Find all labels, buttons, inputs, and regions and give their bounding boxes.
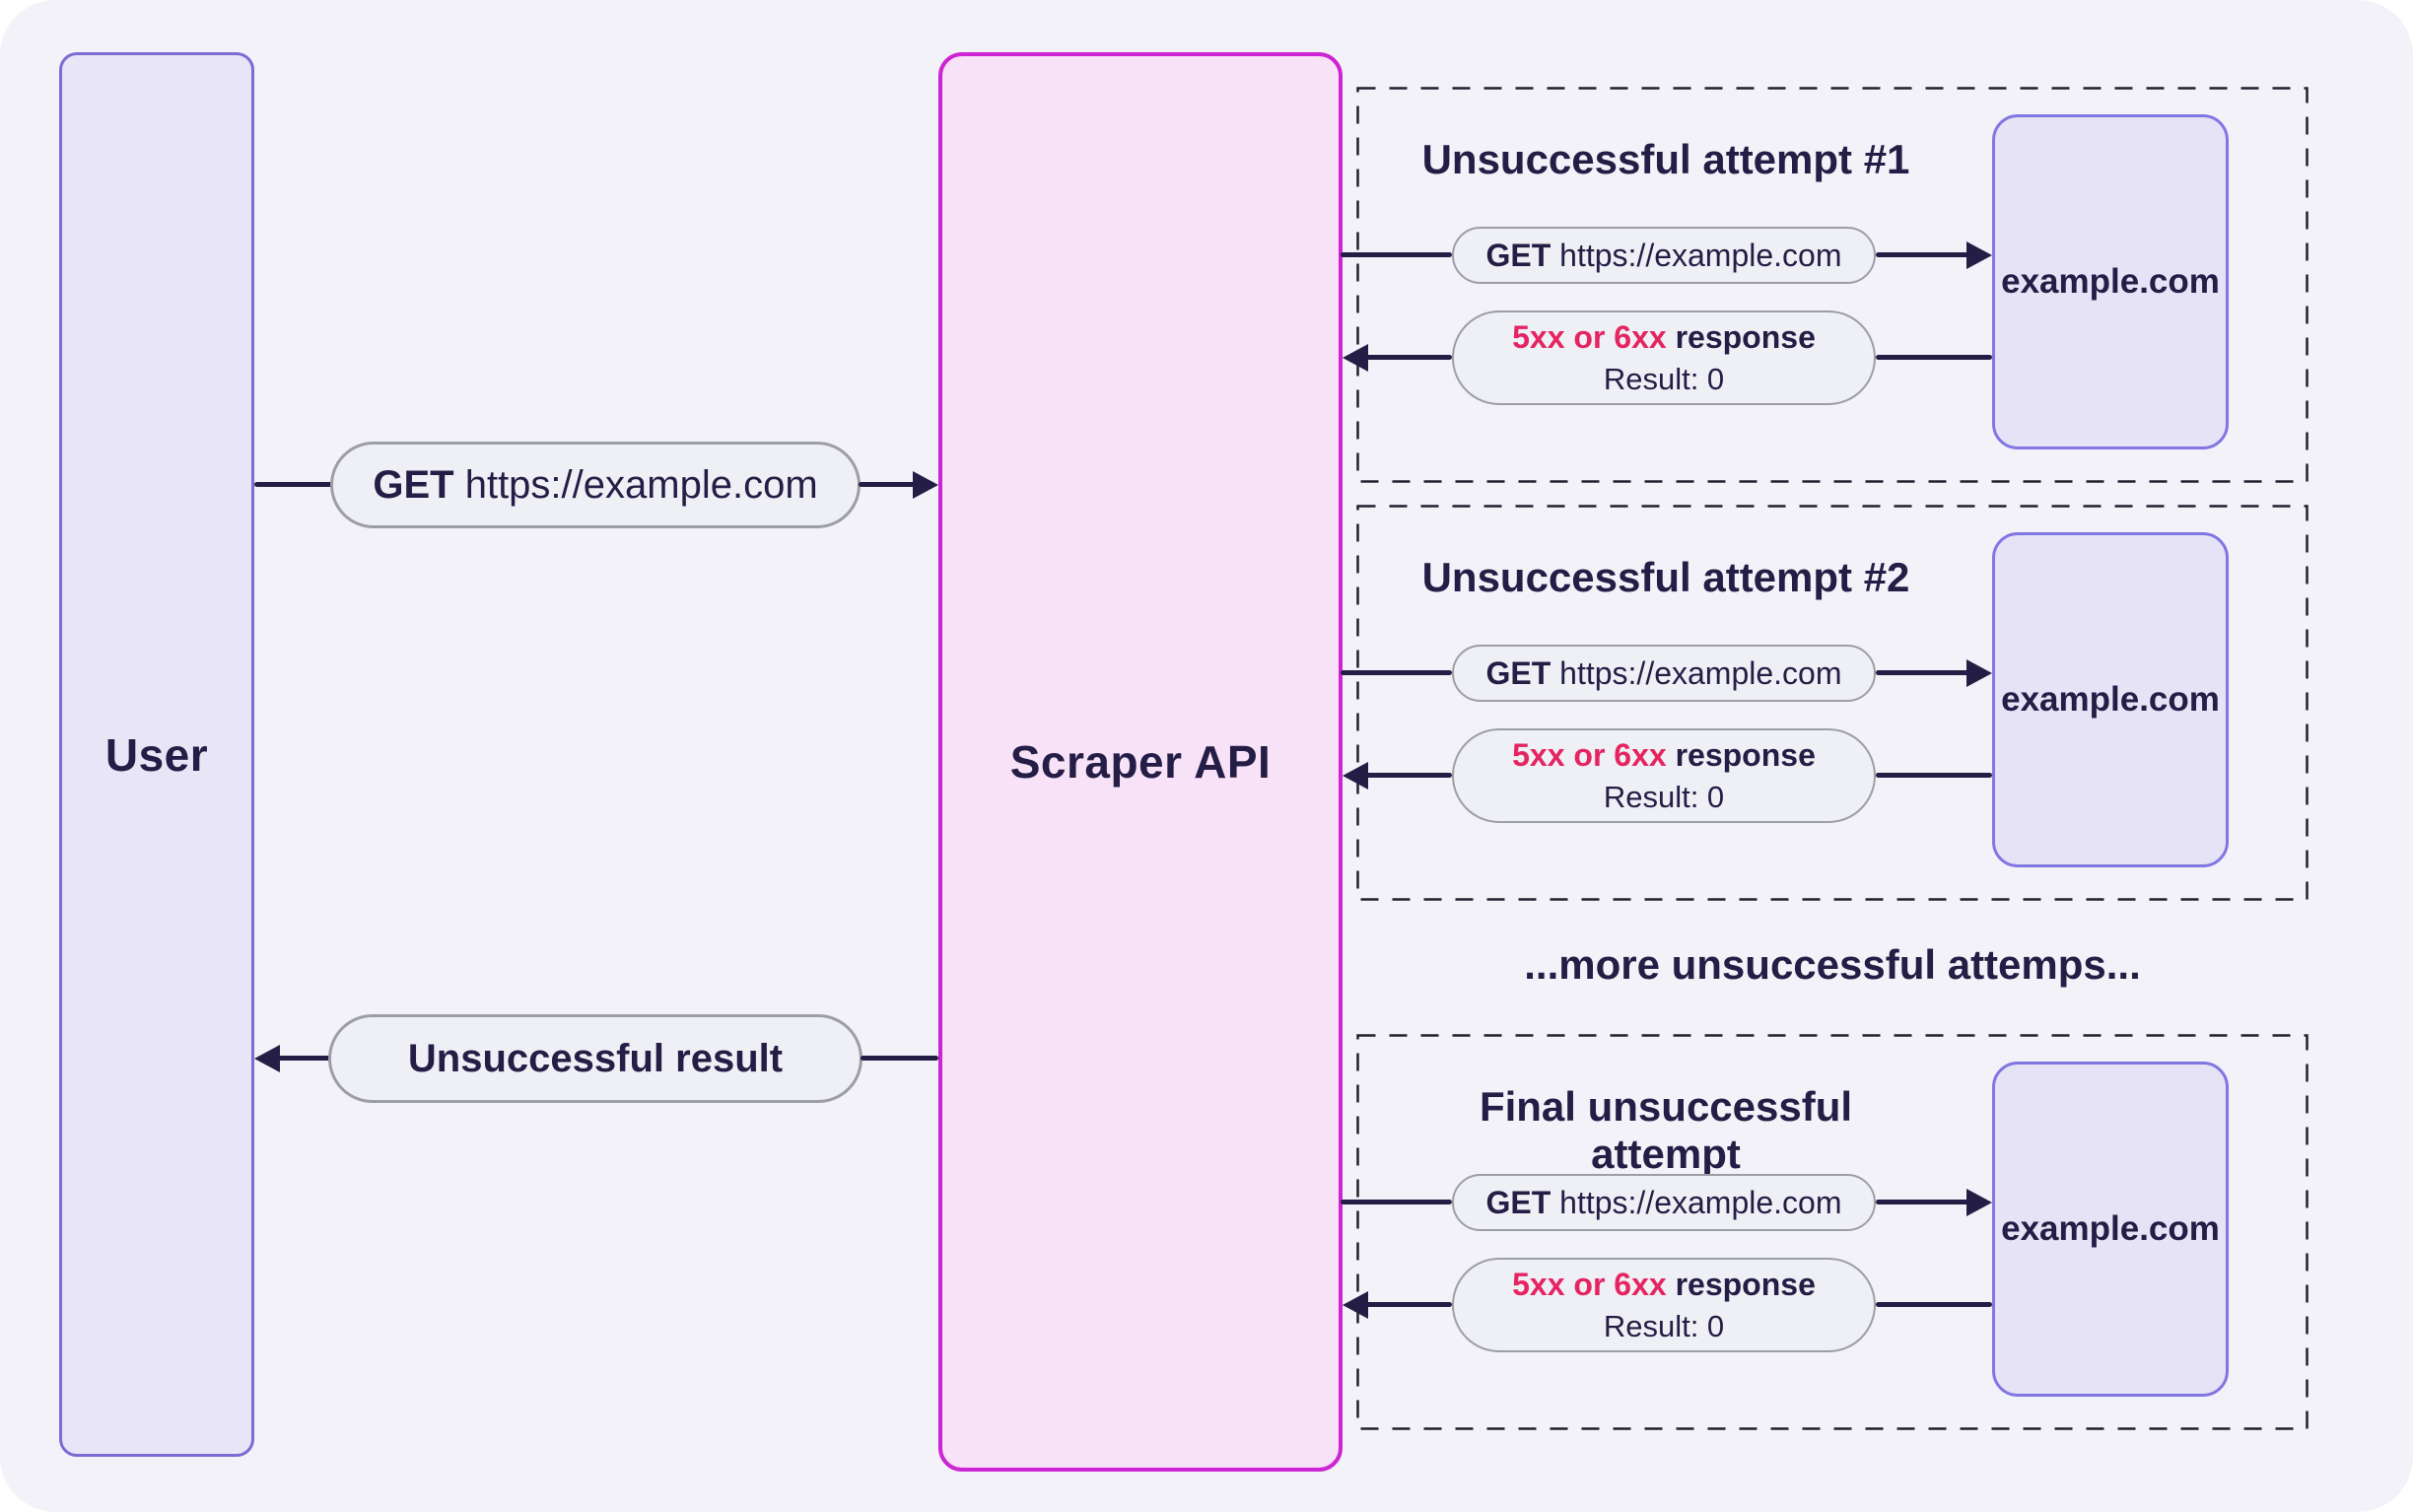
request-pill-text: GET https://example.com [1485,238,1841,274]
status-code-label: 5xx or 6xx [1512,1266,1667,1302]
arrow-left-icon [1343,1291,1368,1319]
attempt-request-pill: GET https://example.com [1452,1174,1876,1231]
connector-line [1876,773,1992,778]
response-label: response [1666,318,1816,355]
attempt-title: Unsuccessful attempt #2 [1421,554,1910,600]
response-label: response [1666,1266,1816,1302]
attempt-group: Unsuccessful attempt #1 GET https://exam… [1341,87,2309,483]
connector-line [278,1056,332,1061]
status-code-label: 5xx or 6xx [1512,318,1667,355]
status-code-label: 5xx or 6xx [1512,736,1667,773]
connector-line [1876,355,1992,360]
target-site-label: example.com [2001,262,2220,301]
arrow-right-icon [1966,1189,1992,1216]
attempt-title: Final unsuccessful attempt [1479,1083,1853,1177]
connector-line [1341,670,1452,675]
attempt-response-pill: 5xx or 6xx response Result: 0 [1452,310,1876,405]
request-url-label: https://example.com [453,462,818,507]
arrow-right-icon [1966,659,1992,687]
user-box-label: User [104,728,209,781]
connector-line [1876,670,1969,675]
response-label: response [1666,736,1816,773]
target-site-label: example.com [2001,1209,2220,1248]
http-method-label: GET [373,462,454,507]
attempt-group: Final unsuccessful attempt GET https://e… [1341,1034,2309,1430]
request-pill-text: GET https://example.com [1485,1185,1841,1221]
target-site-label: example.com [2001,680,2220,719]
attempt-request-pill: GET https://example.com [1452,645,1876,702]
target-site-box: example.com [1992,114,2229,449]
dashed-border [1356,505,2309,901]
connector-line [1876,1200,1969,1204]
arrow-right-icon [913,471,938,499]
dashed-border [1356,87,2309,483]
arrow-left-icon [1343,344,1368,372]
attempt-title: Unsuccessful attempt #1 [1421,136,1910,182]
request-url-label: https://example.com [1551,654,1842,691]
attempt-response-pill: 5xx or 6xx response Result: 0 [1452,728,1876,823]
connector-line [1366,773,1452,778]
connector-line [861,1056,938,1061]
result-value-label: Result: 0 [1603,779,1725,814]
request-url-label: https://example.com [1551,1184,1842,1220]
connector-line [1341,252,1452,257]
response-pill-text: 5xx or 6xx response [1512,737,1816,774]
more-attempts-label: ...more unsuccessful attemps... [1524,941,2141,988]
result-value-label: Result: 0 [1603,1308,1725,1343]
arrow-left-icon [254,1045,280,1072]
http-method-label: GET [1485,1184,1551,1220]
response-pill-text: 5xx or 6xx response [1512,1267,1816,1303]
connector-line [254,482,333,487]
scraper-api-box: Scraper API [938,52,1343,1472]
attempt-response-pill: 5xx or 6xx response Result: 0 [1452,1258,1876,1352]
dashed-border [1356,1034,2309,1430]
request-pill-text: GET https://example.com [1485,655,1841,692]
connector-line [1366,355,1452,360]
connector-line [1876,252,1969,257]
connector-line [859,482,916,487]
request-url-label: https://example.com [1551,237,1842,273]
arrow-right-icon [1966,241,1992,269]
attempt-group: Unsuccessful attempt #2 GET https://exam… [1341,505,2309,901]
main-request-pill: GET https://example.com [330,442,861,528]
http-method-label: GET [1485,654,1551,691]
connector-line [1341,1200,1452,1204]
response-pill-text: 5xx or 6xx response [1512,319,1816,356]
user-box: User [59,52,254,1457]
http-method-label: GET [1485,237,1551,273]
connector-line [1366,1302,1452,1307]
target-site-box: example.com [1992,1062,2229,1397]
target-site-box: example.com [1992,532,2229,867]
arrow-left-icon [1343,762,1368,790]
result-pill-label: Unsuccessful result [407,1036,784,1080]
attempt-request-pill: GET https://example.com [1452,227,1876,284]
scraper-api-box-label: Scraper API [1009,736,1272,788]
result-value-label: Result: 0 [1603,361,1725,396]
request-pill-text: GET https://example.com [373,463,817,508]
main-result-pill: Unsuccessful result [328,1014,862,1103]
connector-line [1876,1302,1992,1307]
